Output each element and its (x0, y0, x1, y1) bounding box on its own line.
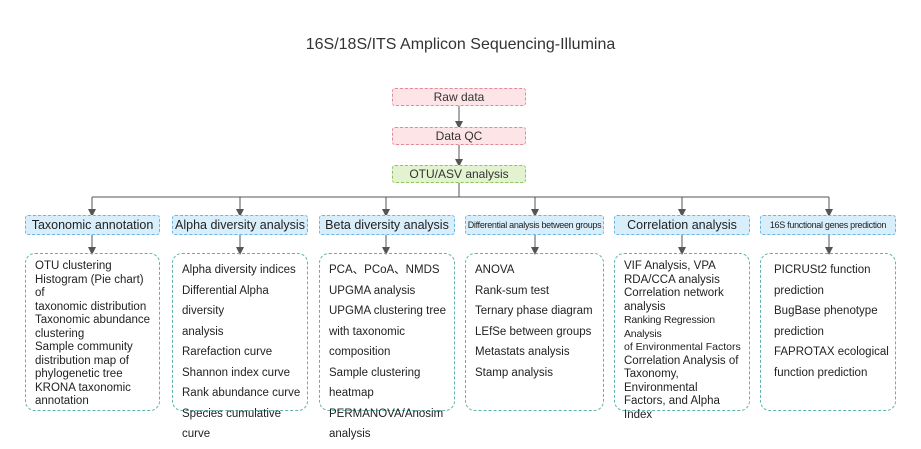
category-label: Beta diversity analysis (325, 218, 449, 232)
category-label: Alpha diversity analysis (175, 218, 305, 232)
panel-taxonomic-annotation: OTU clustering Histogram (Pie chart) of … (25, 253, 160, 411)
category-label: Taxonomic annotation (31, 218, 154, 232)
raw-data-label: Raw data (433, 90, 485, 104)
list-item: Ternary phase diagram (475, 305, 593, 317)
panel-correlation-analysis: VIF Analysis, VPA RDA/CCA analysis Corre… (614, 253, 750, 421)
list-item: KRONA taxonomic (35, 381, 131, 394)
panel-functional-prediction: PICRUSt2 function prediction BugBase phe… (760, 253, 896, 411)
list-item: PERMANOVA/Anosim (329, 407, 444, 420)
list-item: Rarefaction curve (182, 346, 273, 358)
list-item: Taxonomy, Environmental (624, 368, 698, 394)
list-item: prediction (774, 325, 824, 338)
list-item: Stamp analysis (475, 366, 553, 379)
list-item: UPGMA clustering tree (329, 305, 446, 317)
list-item: Histogram (Pie chart) of (35, 273, 144, 300)
list-item: Sample community (35, 341, 133, 353)
panel-differential-analysis: ANOVA Rank-sum test Ternary phase diagra… (465, 253, 604, 411)
category-taxonomic-annotation: Taxonomic annotation (25, 215, 160, 235)
data-qc-box: Data QC (392, 127, 526, 145)
list-item: Rank-sum test (475, 284, 550, 297)
list-item: Correlation Analysis of (624, 354, 739, 367)
list-item: taxonomic distribution (35, 300, 147, 313)
list-item: annotation (35, 395, 89, 407)
list-item: Factors, and Alpha Index (624, 395, 720, 421)
list-item: UPGMA analysis (329, 284, 416, 297)
category-beta-diversity: Beta diversity analysis (319, 215, 455, 235)
list-item: FAPROTAX ecological (774, 346, 889, 358)
list-item: phylogenetic tree (35, 368, 123, 380)
list-item: LEfSe between groups (475, 325, 592, 338)
list-item: Correlation network (624, 287, 724, 299)
list-item: function prediction (774, 366, 868, 379)
otu-asv-analysis-box: OTU/ASV analysis (392, 165, 526, 183)
list-item: Shannon index curve (182, 366, 291, 379)
list-item: analysis (182, 325, 224, 338)
list-item: Species cumulative curve (182, 407, 282, 441)
raw-data-box: Raw data (392, 88, 526, 106)
list-item: VIF Analysis, VPA (624, 260, 716, 272)
category-differential-analysis: Differential analysis between groups (465, 215, 604, 235)
list-item: ANOVA (475, 264, 515, 276)
list-item: Taxonomic abundance (35, 314, 151, 326)
list-item: RDA/CCA analysis (624, 273, 720, 286)
category-alpha-diversity: Alpha diversity analysis (172, 215, 308, 235)
list-item: with taxonomic composition (329, 325, 406, 359)
list-item: OTU clustering (35, 260, 112, 272)
diagram-title: 16S/18S/ITS Amplicon Sequencing-Illumina (305, 36, 616, 53)
category-label: Correlation analysis (627, 218, 737, 232)
list-item: Sample clustering heatmap (329, 366, 421, 400)
category-label: 16S functional genes prediction (769, 220, 887, 230)
list-item: clustering (35, 327, 85, 340)
list-item: PICRUSt2 function (774, 264, 871, 276)
list-item: analysis (329, 428, 371, 440)
panel-alpha-diversity: Alpha diversity indices Differential Alp… (172, 253, 308, 440)
list-item: prediction (774, 284, 824, 297)
list-item: Differential Alpha diversity (182, 284, 269, 318)
otu-asv-analysis-label: OTU/ASV analysis (409, 167, 509, 181)
list-item: Ranking Regression Analysis (624, 314, 715, 340)
list-item: Rank abundance curve (182, 387, 301, 399)
panel-beta-diversity: PCA、PCoA、NMDS UPGMA analysis UPGMA clust… (319, 253, 455, 440)
list-item: BugBase phenotype (774, 305, 878, 317)
list-item: analysis (624, 300, 666, 313)
data-qc-label: Data QC (435, 129, 483, 143)
list-item: distribution map of (35, 354, 129, 367)
category-label: Differential analysis between groups (467, 220, 602, 230)
list-item: of Environmental Factors (624, 341, 741, 353)
category-correlation-analysis: Correlation analysis (614, 215, 750, 235)
list-item: PCA、PCoA、NMDS (329, 264, 440, 276)
list-item: Metastats analysis (475, 346, 570, 358)
list-item: Alpha diversity indices (182, 264, 296, 276)
category-functional-prediction: 16S functional genes prediction (760, 215, 896, 235)
